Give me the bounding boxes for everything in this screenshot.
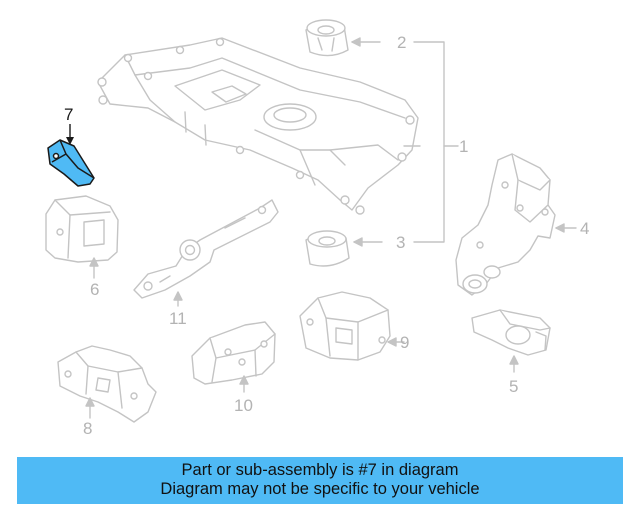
parts-diagram	[45, 19, 577, 423]
torque-strut-part-11[interactable]	[133, 199, 279, 299]
callout-11: 11	[169, 309, 187, 328]
leader-arrow-6	[89, 257, 99, 267]
leader-arrow-10	[239, 375, 249, 385]
info-banner: Part or sub-assembly is #7 in diagram Di…	[17, 457, 623, 504]
bushing-part-3[interactable]	[305, 230, 350, 267]
callout-5: 5	[509, 377, 519, 396]
banner-line-part: Part or sub-assembly is #7 in diagram	[181, 461, 459, 479]
bushing-part-2[interactable]	[305, 19, 349, 57]
callout-6: 6	[90, 280, 100, 299]
engine-mount-part-6[interactable]	[45, 195, 119, 263]
callout-7: 7	[64, 105, 74, 124]
mount-assembly-part-8[interactable]	[57, 345, 157, 423]
leader-arrow-9	[387, 337, 397, 347]
leader-arrow-8	[85, 397, 95, 407]
callout-3: 3	[396, 233, 406, 252]
callout-2: 2	[397, 33, 407, 52]
leader-arrow-7	[66, 137, 74, 145]
callout-10: 10	[234, 396, 253, 415]
leader-arrow-2	[351, 37, 361, 47]
leader-arrow-5	[509, 355, 519, 365]
leader-arrow-3	[353, 237, 363, 247]
mount-part-9[interactable]	[299, 291, 391, 361]
leader-arrow-4	[555, 223, 565, 233]
bracket-part-7-highlighted[interactable]	[47, 139, 95, 187]
mount-part-10[interactable]	[191, 321, 276, 385]
callout-8: 8	[83, 419, 93, 438]
mount-part-5[interactable]	[471, 309, 551, 356]
bracket-line-1	[413, 41, 445, 243]
banner-line-disclaimer: Diagram may not be specific to your vehi…	[160, 480, 480, 498]
callout-9: 9	[400, 333, 410, 352]
callout-4: 4	[580, 219, 590, 238]
callout-1: 1	[459, 137, 469, 156]
leader-arrow-11	[173, 291, 183, 301]
subframe-part-1[interactable]	[97, 37, 419, 215]
bracket-part-4[interactable]	[455, 153, 556, 296]
